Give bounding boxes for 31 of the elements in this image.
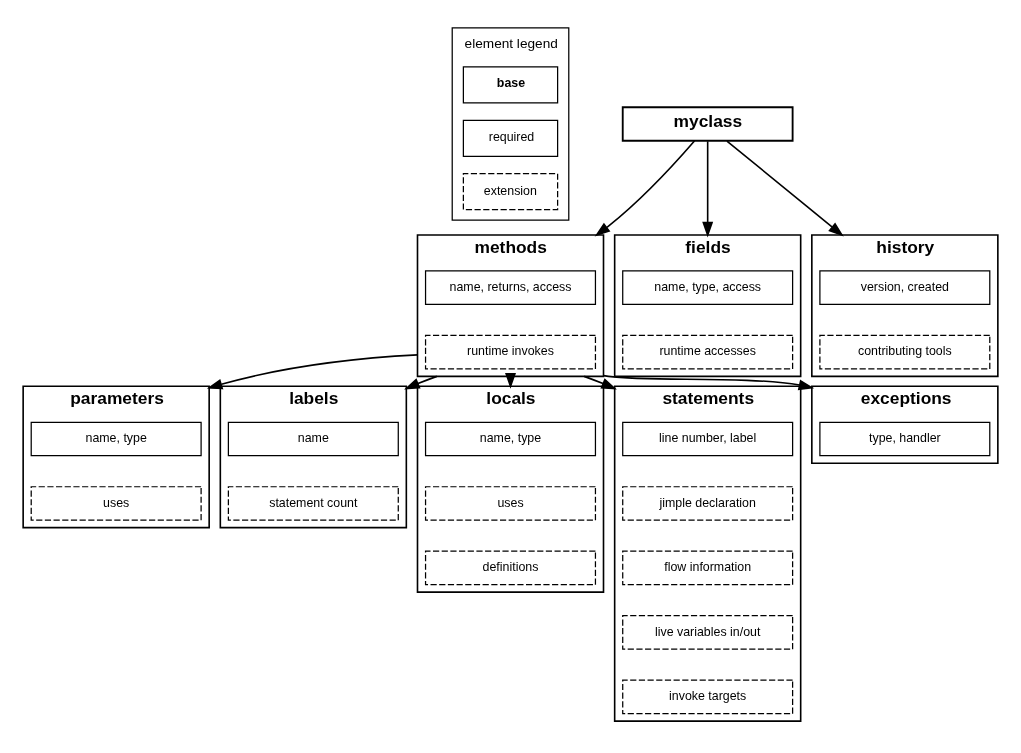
node-box: statement count bbox=[227, 485, 399, 521]
arrow bbox=[404, 375, 438, 389]
label: element legend bbox=[464, 35, 558, 51]
arrow bbox=[702, 140, 714, 237]
node-box: invoke targets bbox=[622, 679, 794, 714]
node-box: name, type, access bbox=[622, 269, 794, 305]
node-box: name, type bbox=[30, 421, 202, 456]
node-box: flow information bbox=[622, 550, 794, 585]
node-box: name bbox=[227, 421, 399, 456]
arrow bbox=[594, 139, 696, 236]
node-box: line number, label bbox=[622, 421, 794, 456]
arrow bbox=[602, 374, 815, 390]
arrow bbox=[726, 139, 844, 237]
node-box: runtime accesses bbox=[622, 334, 794, 370]
legend-label: base bbox=[496, 75, 526, 90]
node-box: jimple declaration bbox=[622, 485, 794, 521]
legend-label: required bbox=[488, 129, 535, 144]
node-box: contributing tools bbox=[819, 334, 991, 370]
node-box: uses bbox=[424, 485, 597, 521]
node-box: name, type bbox=[424, 421, 597, 456]
node-box: live variables in/out bbox=[622, 614, 794, 650]
node-box: version, created bbox=[819, 269, 991, 305]
arrow bbox=[206, 353, 419, 389]
node-box: type, handler bbox=[819, 421, 991, 456]
arrow bbox=[583, 375, 617, 389]
node-box: myclass bbox=[621, 105, 794, 142]
node-box: runtime invokes bbox=[424, 334, 597, 370]
node-box: uses bbox=[30, 485, 202, 521]
node-box: name, returns, access bbox=[424, 269, 597, 305]
node-box: definitions bbox=[424, 550, 597, 585]
legend-label: extension bbox=[483, 183, 537, 198]
